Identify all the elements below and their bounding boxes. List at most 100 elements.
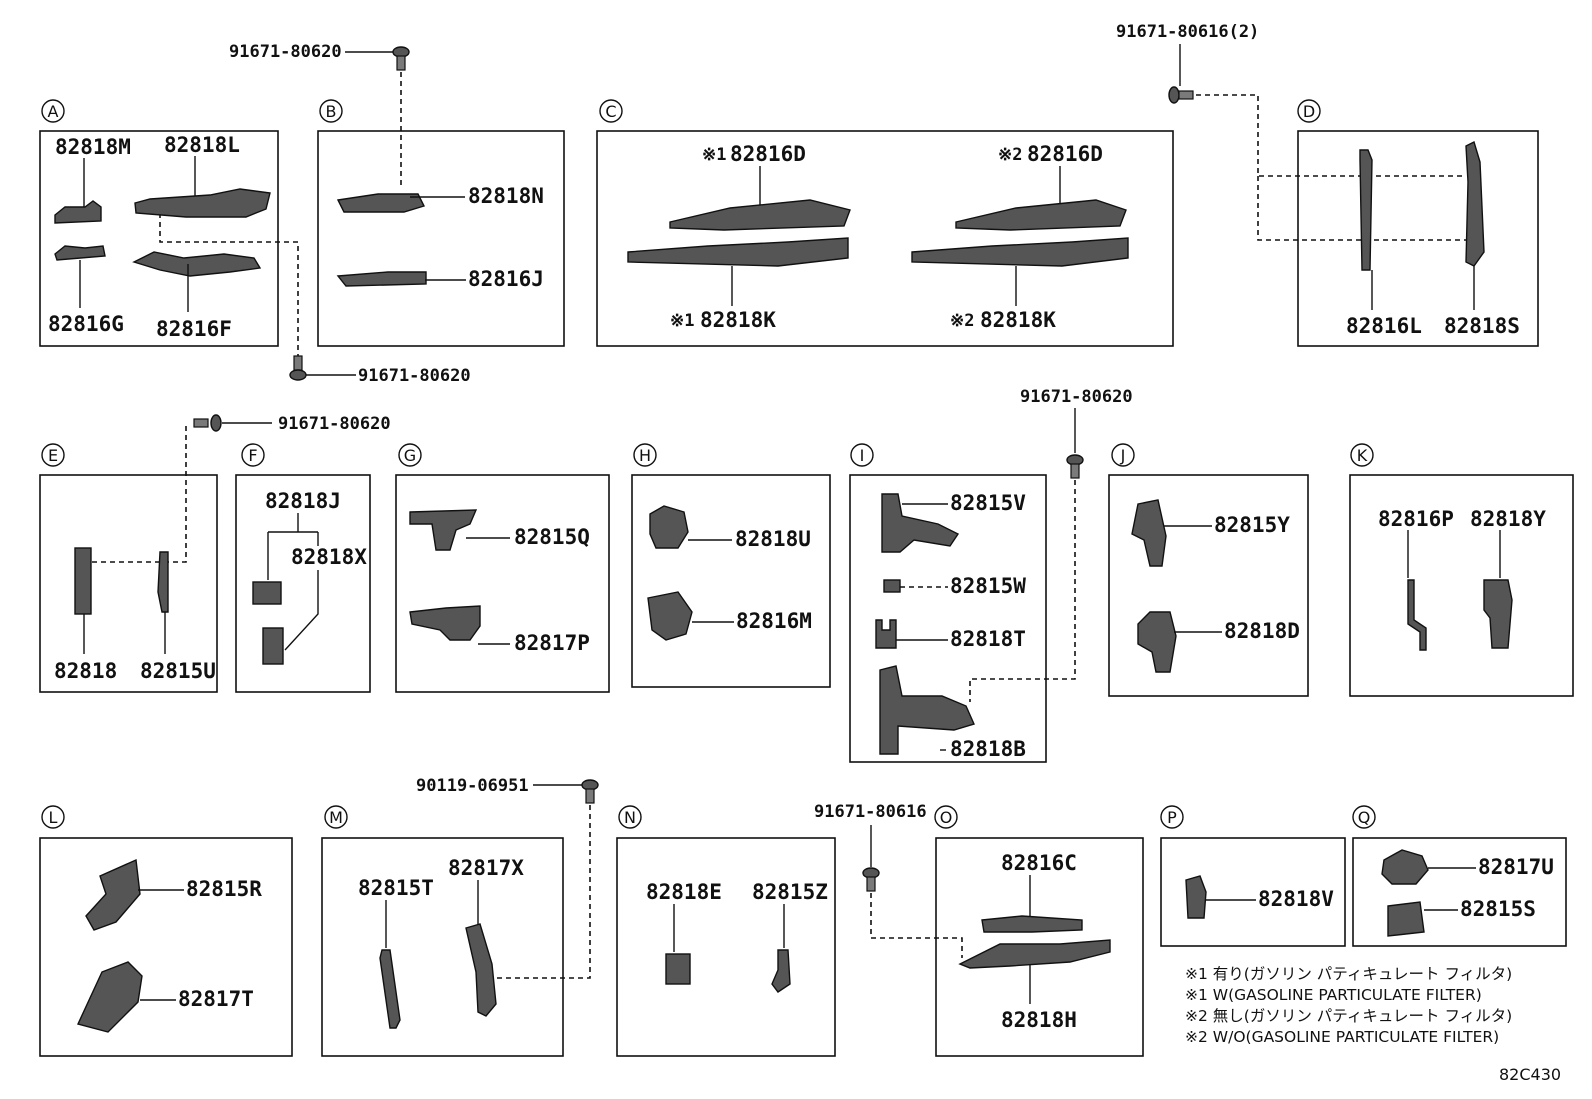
box-l (39, 837, 293, 1057)
box-a (39, 130, 279, 347)
svg-text:82818L: 82818L (164, 133, 240, 157)
section-m-parts: 82815T 82817X (358, 856, 524, 1029)
svg-text:82815R: 82815R (186, 877, 262, 901)
bolt-b6: 90119-06951 (416, 776, 599, 979)
section-marker-m: M (324, 805, 348, 829)
section-marker-q: Q (1352, 805, 1376, 829)
part-82815w-icon (883, 579, 901, 593)
bolt-b2: 91671-80620 (159, 213, 471, 386)
svg-text:82818E: 82818E (646, 880, 722, 904)
section-d-parts: 82816L 82818S (1346, 141, 1520, 338)
svg-text:82817T: 82817T (178, 987, 254, 1011)
svg-text:91671-80620: 91671-80620 (229, 42, 342, 62)
part-82817p-icon (409, 605, 481, 641)
svg-text:P: P (1167, 808, 1177, 827)
box-d (1297, 130, 1539, 347)
svg-text:※1: ※1 (702, 145, 726, 165)
svg-text:82818J: 82818J (265, 489, 341, 513)
svg-text:91671-80620: 91671-80620 (278, 414, 391, 434)
part-82817u-icon (1381, 849, 1429, 885)
section-marker-f: F (241, 443, 265, 467)
part-82816p-icon (1407, 579, 1427, 651)
part-82818e-icon (665, 953, 691, 985)
svg-text:Q: Q (1358, 808, 1371, 827)
part-82815y-icon (1131, 499, 1167, 567)
part-82818n-icon (336, 193, 425, 213)
box-g (395, 474, 610, 693)
legend-notes: ※1 有り(ガソリン パティキュレート フィルタ) ※1 W(GASOLINE … (1185, 965, 1512, 1046)
svg-text:82816D: 82816D (1027, 142, 1103, 166)
svg-text:82817P: 82817P (514, 631, 590, 655)
section-marker-a: A (41, 99, 65, 123)
svg-text:L: L (49, 808, 58, 827)
svg-text:82818T: 82818T (950, 627, 1026, 651)
part-82818v-icon (1185, 875, 1207, 919)
part-82815u-icon (157, 551, 169, 613)
section-e-parts: 82818 82815U (54, 547, 216, 683)
section-marker-d: D (1297, 99, 1321, 123)
section-k-parts: 82816P 82818Y (1378, 507, 1546, 651)
svg-text:90119-06951: 90119-06951 (416, 776, 529, 796)
part-82818m-icon (54, 200, 102, 224)
section-marker-o: O (934, 805, 958, 829)
section-g-parts: 82815Q 82817P (409, 509, 590, 655)
part-82818j-icon (252, 581, 282, 605)
part-82817t-icon (77, 961, 143, 1033)
part-82818-icon (74, 547, 92, 615)
svg-text:82815Y: 82815Y (1214, 513, 1290, 537)
section-marker-j: J (1111, 443, 1135, 467)
section-b-parts: 82818N 82816J (336, 184, 544, 291)
part-82818s-icon (1465, 141, 1485, 267)
svg-text:82816J: 82816J (468, 267, 544, 291)
svg-text:82815W: 82815W (950, 574, 1026, 598)
svg-text:O: O (940, 808, 953, 827)
svg-text:82818K: 82818K (700, 308, 776, 332)
section-marker-n: N (618, 805, 642, 829)
section-marker-k: K (1350, 443, 1374, 467)
part-82818l-icon (134, 188, 271, 218)
svg-text:D: D (1303, 102, 1315, 121)
svg-text:82818M: 82818M (55, 135, 131, 159)
section-a-parts: 82818M 82818L 82816G 82816F (48, 133, 271, 341)
svg-text:N: N (624, 808, 636, 827)
svg-text:I: I (860, 446, 865, 465)
part-82815z-icon (771, 949, 791, 993)
svg-text:82815U: 82815U (140, 659, 216, 683)
part-82818u-icon (649, 505, 689, 549)
section-marker-i: I (850, 443, 874, 467)
part-82815v-icon (881, 493, 960, 553)
svg-text:82816G: 82816G (48, 312, 124, 336)
svg-text:82815T: 82815T (358, 876, 434, 900)
note-3: ※2 無し(ガソリン パティキュレート フィルタ) (1185, 1007, 1512, 1025)
svg-text:B: B (326, 102, 337, 121)
svg-text:82816F: 82816F (156, 317, 232, 341)
box-b (317, 130, 565, 347)
bolt-b7: 91671-80616 (814, 802, 963, 958)
svg-text:91671-80620: 91671-80620 (358, 366, 471, 386)
diagram-code: 82C430 (1499, 1065, 1561, 1084)
svg-text:E: E (48, 446, 58, 465)
box-p (1160, 837, 1346, 947)
svg-text:82818Y: 82818Y (1470, 507, 1546, 531)
section-j-parts: 82815Y 82818D (1131, 499, 1300, 673)
svg-text:※1: ※1 (670, 311, 694, 331)
section-marker-c: C (599, 99, 623, 123)
svg-text:J: J (1120, 446, 1126, 465)
part-82816d-1-icon (669, 199, 851, 231)
section-marker-p: P (1160, 805, 1184, 829)
part-82815q-icon (409, 509, 478, 551)
part-82815r-icon (85, 858, 141, 931)
part-82816g-icon (54, 245, 106, 261)
part-82816c-icon (981, 915, 1083, 933)
note-1: ※1 有り(ガソリン パティキュレート フィルタ) (1185, 965, 1512, 983)
section-boxes (39, 130, 1574, 1057)
svg-text:82815S: 82815S (1460, 897, 1536, 921)
svg-text:82817U: 82817U (1478, 855, 1554, 879)
svg-text:82818D: 82818D (1224, 619, 1300, 643)
section-marker-g: G (398, 443, 422, 467)
part-82818d-icon (1137, 611, 1177, 673)
section-c-parts: ※1 82816D ※1 82818K ※2 82816D ※2 82818K (627, 142, 1129, 332)
box-o (935, 837, 1144, 1057)
